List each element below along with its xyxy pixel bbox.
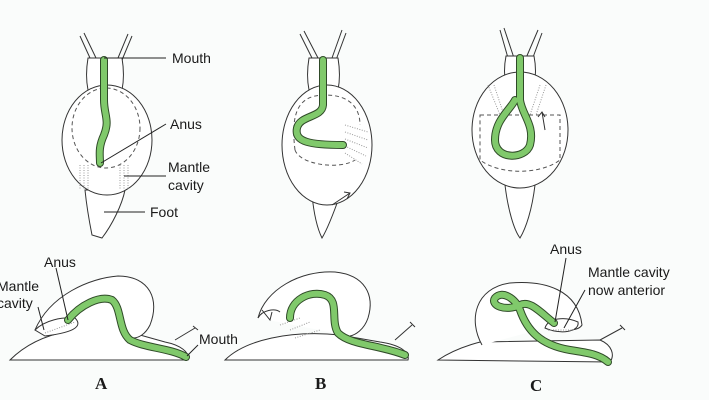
tentacle: [174, 325, 199, 341]
label-mantle: Mantle: [0, 278, 39, 294]
label-foot: Foot: [150, 204, 178, 220]
snail-b-side-view: B: [223, 271, 416, 393]
visceral-mass: [479, 114, 561, 172]
snail-c-top-view: [471, 27, 569, 239]
snail-a-top-view: Mouth Anus Mantle cavity Foot: [61, 32, 211, 239]
mantle-opening-arrow-icon: [257, 309, 281, 322]
rotation-arrow-icon: [331, 191, 351, 206]
tentacle: [394, 321, 416, 341]
digestive-tract: [293, 57, 346, 148]
shell: [257, 271, 371, 337]
foot: [311, 194, 341, 240]
foot: [84, 189, 126, 239]
label-anus: Anus: [44, 254, 76, 270]
tentacles: [299, 29, 347, 61]
tentacles: [79, 32, 133, 61]
foot: [504, 184, 536, 239]
label-cavity: cavity: [0, 295, 33, 311]
shell: [474, 282, 583, 346]
snail-b-top-view: [281, 29, 373, 240]
panel-letter-b: B: [315, 374, 326, 393]
visceral-mass: [71, 87, 141, 169]
panel-letter-a: A: [95, 374, 108, 393]
digestive-tract: [96, 57, 110, 166]
digestive-tract: [287, 290, 408, 358]
label-mouth: Mouth: [172, 50, 211, 66]
snail-a-side-view: Anus Mantle cavity Mouth A: [0, 254, 238, 393]
label-anus: Anus: [550, 241, 582, 257]
gills: [44, 321, 76, 334]
digestive-tract: [65, 295, 189, 360]
tentacles: [499, 27, 543, 61]
rotation-arrow-icon: [537, 111, 546, 131]
gills: [79, 165, 129, 190]
digestive-tract: [492, 55, 535, 159]
gills: [487, 84, 547, 116]
label-now-anterior: now anterior: [588, 282, 665, 298]
snail-c-side-view: Anus Mantle cavity now anterior C: [436, 241, 670, 395]
label-anus: Anus: [170, 116, 202, 132]
digestive-tract: [491, 291, 611, 365]
tentacle: [599, 324, 626, 341]
label-mouth: Mouth: [199, 331, 238, 347]
panel-letter-c: C: [530, 376, 542, 395]
label-mantle: Mantle: [168, 159, 210, 175]
label-cavity: cavity: [168, 177, 204, 193]
label-mantle-cavity: Mantle cavity: [588, 264, 670, 280]
